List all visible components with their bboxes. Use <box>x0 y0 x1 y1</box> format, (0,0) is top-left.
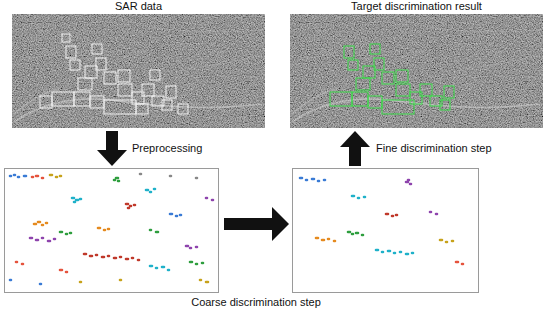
sar-speckle <box>12 14 265 128</box>
candidate-boxes <box>40 34 188 114</box>
fine-blobs <box>300 178 463 264</box>
fine-panel <box>293 169 479 293</box>
panel-title: Target discrimination result <box>290 0 543 13</box>
image-panel: Target discrimination result <box>290 0 543 14</box>
step-label: Coarse discrimination step <box>191 296 321 309</box>
result-image <box>290 14 543 128</box>
image-panel: SAR data <box>12 0 265 14</box>
step-label: Preprocessing <box>132 142 202 155</box>
sar-streaks <box>14 18 262 122</box>
step-label: Fine discrimination step <box>376 142 492 155</box>
sar-image <box>12 14 265 128</box>
panel-title: SAR data <box>12 0 265 13</box>
coarse-panel <box>5 169 219 293</box>
result-speckle <box>290 14 543 128</box>
coarse-blobs <box>10 174 213 284</box>
target-boxes <box>330 44 454 114</box>
result-streaks <box>292 18 540 122</box>
